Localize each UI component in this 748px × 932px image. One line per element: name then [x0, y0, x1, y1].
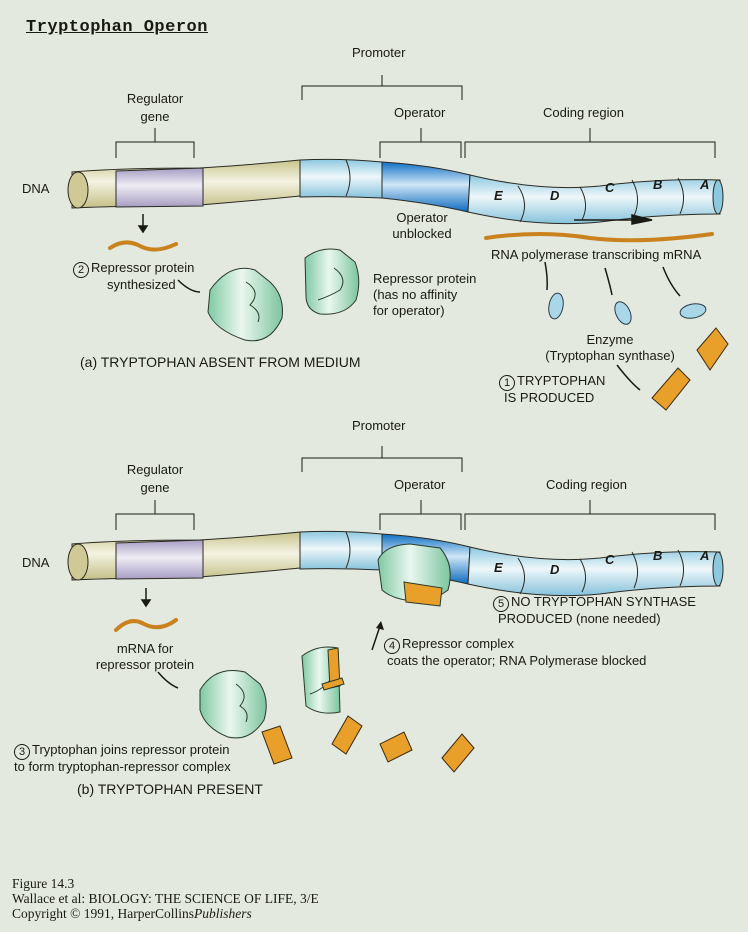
caption-publisher-italic: Publishers [194, 906, 252, 921]
step3-line1: Tryptophan joins repressor protein [32, 742, 230, 757]
caption-line1: Figure 14.3 [12, 876, 75, 891]
repressor-protein-b2 [301, 646, 345, 714]
gene-C-a: C [605, 180, 615, 195]
enzymes-a [548, 292, 707, 325]
coding-region-label-b: Coding region [546, 477, 627, 492]
tryptophan-b [261, 715, 475, 773]
caption-copyright: Copyright © 1991, HarperCollins [12, 906, 194, 921]
gene-C-b: C [605, 552, 615, 567]
mrna-line2: repressor protein [95, 657, 195, 672]
panel-a-heading: (a) TRYPTOPHAN ABSENT FROM MEDIUM [80, 354, 361, 370]
step3-line2: to form tryptophan-repressor complex [14, 759, 231, 774]
coding-region-label-a: Coding region [543, 105, 624, 120]
step5-line1: NO TRYPTOPHAN SYNTHASE [511, 594, 696, 609]
coding-bracket-a [464, 141, 716, 158]
regulator-gene-label-b: Regulator gene [115, 462, 195, 496]
repressor-mrna-b [114, 618, 178, 632]
operator-bracket-a [379, 141, 462, 158]
regulator-gene-label-a: Regulator gene [115, 91, 195, 125]
gene-B-b: B [653, 548, 663, 563]
caption-line3: Copyright © 1991, HarperCollinsPublisher… [12, 906, 319, 921]
gene-A-b: A [700, 548, 710, 563]
repressor-protein-a1 [207, 267, 283, 342]
gene-A-a: A [700, 177, 710, 192]
step1-line2: IS PRODUCED [504, 390, 595, 405]
gene-B-a: B [653, 177, 663, 192]
step2-line2: synthesized [107, 277, 176, 292]
step4-line1: Repressor complex [402, 636, 514, 651]
caption-line2: Wallace et al: BIOLOGY: THE SCIENCE OF L… [12, 891, 319, 906]
repressor-no-affinity-label: Repressor protein (has no affinity for o… [373, 271, 476, 319]
repressor-complex-on-operator [377, 543, 451, 607]
tryptophan-a [651, 327, 729, 411]
enzyme-line2: (Tryptophan synthase) [545, 348, 675, 363]
step4-line2: coats the operator; RNA Polymerase block… [387, 653, 647, 668]
operator-status-line2: unblocked [392, 226, 452, 241]
regulator-bracket-a [115, 141, 195, 158]
promoter-label-b: Promoter [352, 418, 406, 433]
brackets-b [115, 446, 716, 530]
repressor-mrna-a [108, 240, 178, 252]
step5-number-icon: 5 [493, 596, 509, 612]
brackets-a [115, 75, 716, 158]
repressor-protein-b1 [199, 670, 267, 739]
gene-E-b: E [494, 560, 503, 575]
operator-label-b: Operator [394, 477, 446, 492]
operator-status-label: Operator unblocked [382, 210, 462, 242]
gene-E-a: E [494, 188, 503, 203]
step4-number-icon: 4 [384, 638, 400, 654]
rna-polymerase-label: RNA polymerase transcribing mRNA [491, 247, 702, 262]
regulator-label-line2: gene [140, 109, 170, 124]
repressor-line1: Repressor protein [373, 271, 477, 286]
coding-mrna-a [484, 232, 714, 243]
promoter-label-a: Promoter [352, 45, 406, 60]
mrna-line1: mRNA for [116, 641, 174, 656]
step1-line1: TRYPTOPHAN [517, 373, 606, 388]
figure-caption: Figure 14.3 Wallace et al: BIOLOGY: THE … [12, 876, 319, 921]
dna-label-b: DNA [22, 555, 50, 570]
dna-strand-a [67, 158, 724, 225]
step2-number-icon: 2 [73, 262, 89, 278]
gene-D-b: D [550, 562, 560, 577]
step2-line1: Repressor protein [91, 260, 195, 275]
figure-title: Tryptophan Operon [26, 18, 208, 37]
dna-label-a: DNA [22, 181, 50, 196]
operator-label-a: Operator [394, 105, 446, 120]
regulator-label-line1: Regulator [126, 91, 184, 106]
step1-number-icon: 1 [499, 375, 515, 391]
enzyme-line1: Enzyme [586, 332, 634, 347]
promoter-bracket-a [301, 85, 463, 100]
gene-D-a: D [550, 188, 560, 203]
step3-number-icon: 3 [14, 744, 30, 760]
panel-b-heading: (b) TRYPTOPHAN PRESENT [77, 781, 263, 797]
step5-line2: PRODUCED (none needed) [498, 611, 661, 626]
repressor-line2: (has no affinity [373, 287, 458, 302]
operator-status-line1: Operator [396, 210, 448, 225]
mrna-repressor-label: mRNA for repressor protein [80, 641, 210, 673]
repressor-line3: for operator) [373, 303, 445, 318]
repressor-protein-a2 [304, 248, 360, 315]
regulator-label-line2-b: gene [140, 480, 170, 495]
enzyme-label: Enzyme (Tryptophan synthase) [530, 332, 690, 364]
regulator-label-line1-b: Regulator [126, 462, 184, 477]
